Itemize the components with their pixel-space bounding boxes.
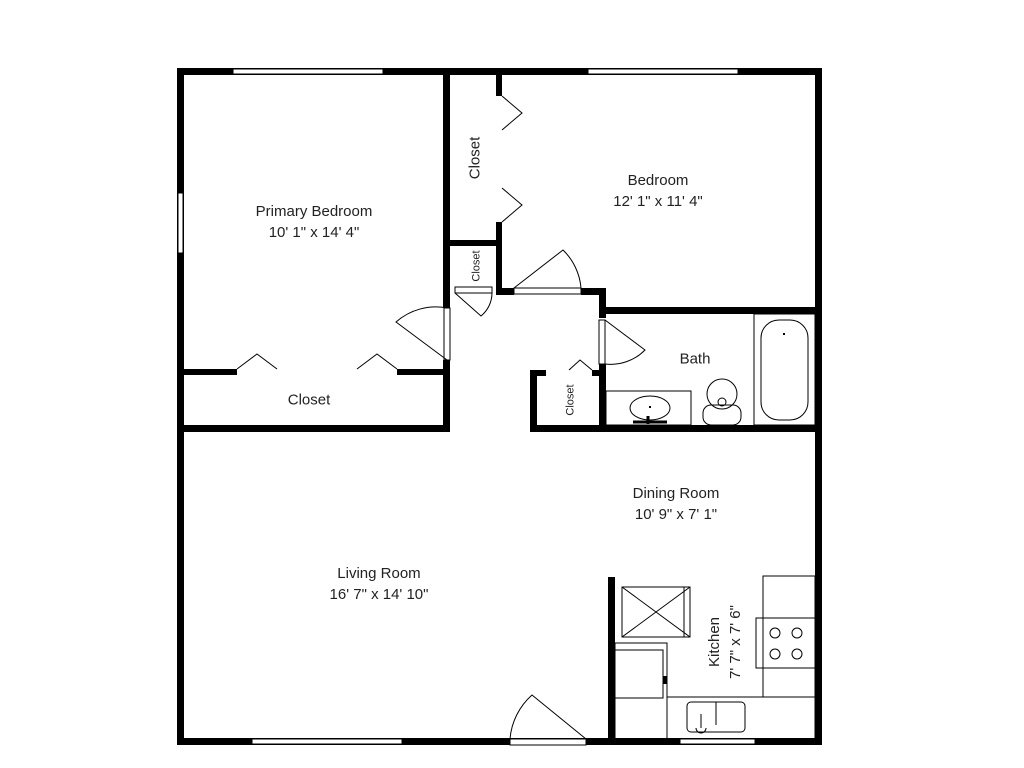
window-primary-bedroom-west: [177, 192, 184, 254]
burner-3: [769, 648, 781, 660]
wall-bath-west-lower: [599, 364, 606, 432]
window-primary-bedroom: [232, 68, 384, 75]
wall-primary-east-lower: [443, 360, 450, 432]
counter-left: [614, 642, 668, 740]
counter-bottom: [666, 696, 816, 740]
window-living-room: [251, 738, 403, 745]
room-label-bath: Bath: [680, 349, 711, 370]
room-label-kitchen: Kitchen 7' 7" x 7' 6": [704, 605, 746, 679]
room-name: Kitchen: [706, 616, 723, 668]
room-name: Primary Bedroom: [255, 203, 373, 220]
wall-south: [177, 738, 822, 745]
room-dimensions: 16' 7" x 14' 10": [329, 586, 429, 603]
tub-drain: [783, 333, 785, 335]
door-frame-bath: [598, 319, 606, 365]
room-label-bedroom: Bedroom 12' 1" x 11' 4": [613, 170, 703, 212]
door-swing-bedroom: [513, 249, 582, 289]
burner-4: [791, 648, 803, 660]
wall-hall-closet-top: [530, 370, 546, 376]
wall-bedroom-door-left: [496, 288, 514, 295]
wall-small-closet-top: [450, 240, 502, 246]
toilet-tank: [702, 404, 742, 426]
room-label-dining-room: Dining Room 10' 9" x 7' 1": [633, 483, 720, 525]
room-label-primary-bedroom: Primary Bedroom 10' 1" x 14' 4": [256, 201, 373, 243]
tub-surround: [753, 313, 816, 426]
room-dimensions: 7' 7" x 7' 6": [727, 605, 744, 679]
door-frame-small-closet: [454, 286, 493, 294]
wall-east: [815, 68, 822, 745]
wall-bath-south: [530, 425, 822, 432]
wall-primary-south: [177, 425, 450, 432]
sink-bath: [629, 395, 671, 421]
door-swing-front: [509, 694, 587, 740]
wall-bedroom-closet-bottom: [496, 222, 502, 294]
door-swing-small-closet: [454, 292, 493, 317]
bathtub: [760, 319, 809, 421]
faucet-kitchen: [695, 714, 707, 734]
wall-primary-closet-right: [397, 369, 450, 375]
faucet-bath: [633, 416, 667, 424]
door-frame-bedroom: [513, 287, 582, 295]
stove: [755, 617, 816, 669]
closet-label-small: Closet: [470, 250, 483, 282]
room-name: Living Room: [337, 565, 421, 582]
closet-label-primary: Closet: [287, 391, 331, 409]
wall-bath-west-upper: [599, 288, 606, 318]
wall-hall-closet-west: [530, 370, 537, 432]
window-bedroom: [587, 68, 739, 75]
closet-label-bedroom: Closet: [466, 136, 484, 180]
room-dimensions: 12' 1" x 11' 4": [613, 193, 703, 210]
refrigerator-x: [621, 586, 691, 638]
toilet-bowl: [706, 378, 738, 410]
wall-primary-east-upper: [443, 68, 450, 308]
bifold-door-right: [356, 353, 398, 370]
room-dimensions: 10' 9" x 7' 1": [634, 506, 718, 523]
wall-primary-closet-left: [177, 369, 237, 375]
room-name: Bath: [679, 350, 711, 368]
vanity: [605, 390, 692, 426]
wall-bedroom-south: [599, 307, 822, 314]
door-frame-front: [509, 738, 587, 746]
window-kitchen: [679, 738, 756, 745]
door-swing-bath: [604, 319, 646, 365]
door-frame-primary: [443, 307, 451, 361]
burner-1: [769, 627, 781, 639]
room-name: Dining Room: [632, 485, 720, 502]
bifold-bedroom-closet-bottom: [501, 187, 523, 223]
wall-kitchen-west: [608, 577, 615, 745]
bifold-hall-closet: [568, 359, 593, 371]
dishwasher-handle: [663, 676, 667, 684]
door-swing-primary: [395, 306, 448, 361]
bifold-door-left: [236, 353, 278, 370]
drain: [649, 406, 651, 408]
dishwasher: [614, 649, 664, 699]
wall-door-right: [586, 738, 616, 745]
closet-label-hall: Closet: [564, 384, 577, 416]
room-name: Bedroom: [627, 172, 689, 189]
room-dimensions: 10' 1" x 14' 4": [268, 224, 360, 241]
wall-bedroom-door-right: [581, 288, 606, 295]
burner-2: [791, 627, 803, 639]
toilet-seat-detail: [717, 397, 727, 407]
wall-west: [177, 68, 184, 745]
wall-hall-closet-top-right: [592, 370, 600, 376]
refrigerator-handle: [683, 586, 691, 638]
bifold-bedroom-closet-top: [501, 95, 523, 131]
room-label-living-room: Living Room 16' 7" x 14' 10": [330, 563, 429, 605]
wall-bedroom-closet-top: [496, 68, 502, 96]
